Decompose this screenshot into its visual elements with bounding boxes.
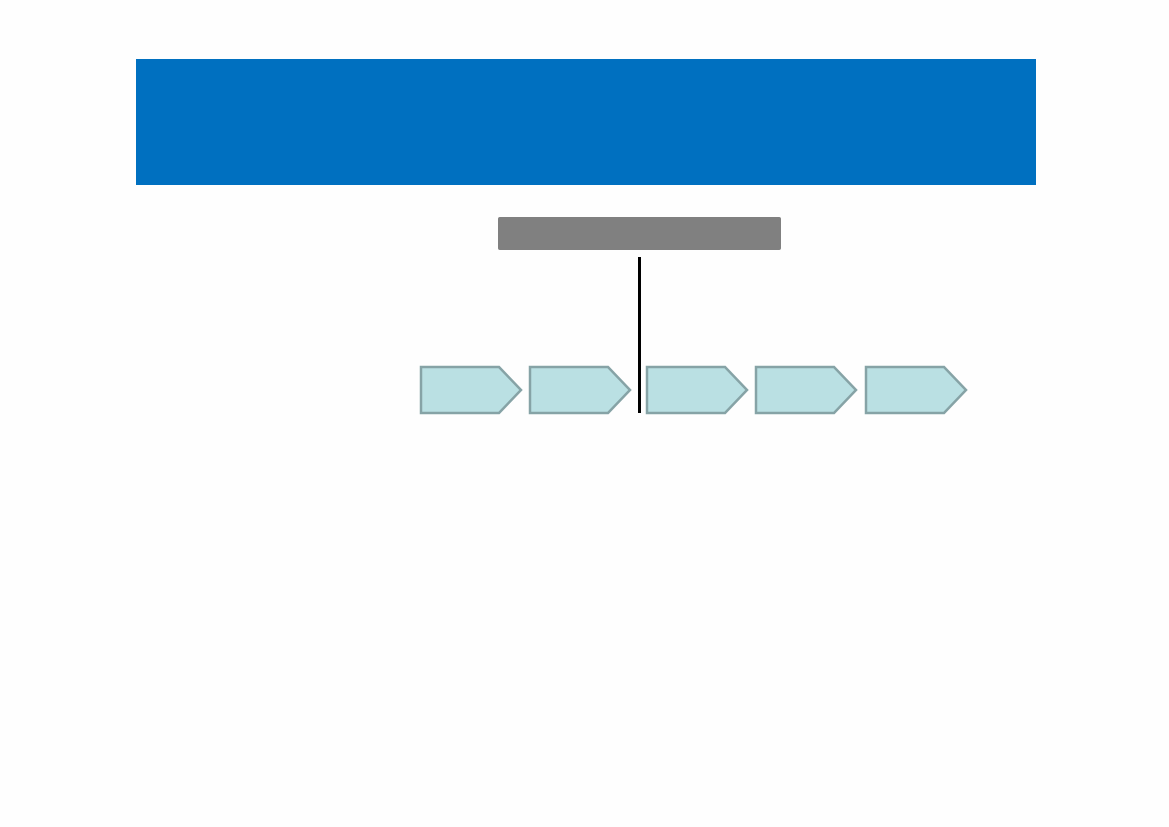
process-step-chevron	[864, 365, 968, 415]
process-step-chevron	[645, 365, 749, 415]
process-step-chevron	[419, 365, 523, 415]
process-step-chevron	[754, 365, 858, 415]
process-step-chevron	[528, 365, 632, 415]
title-banner	[136, 59, 1036, 185]
header-box	[498, 217, 781, 250]
